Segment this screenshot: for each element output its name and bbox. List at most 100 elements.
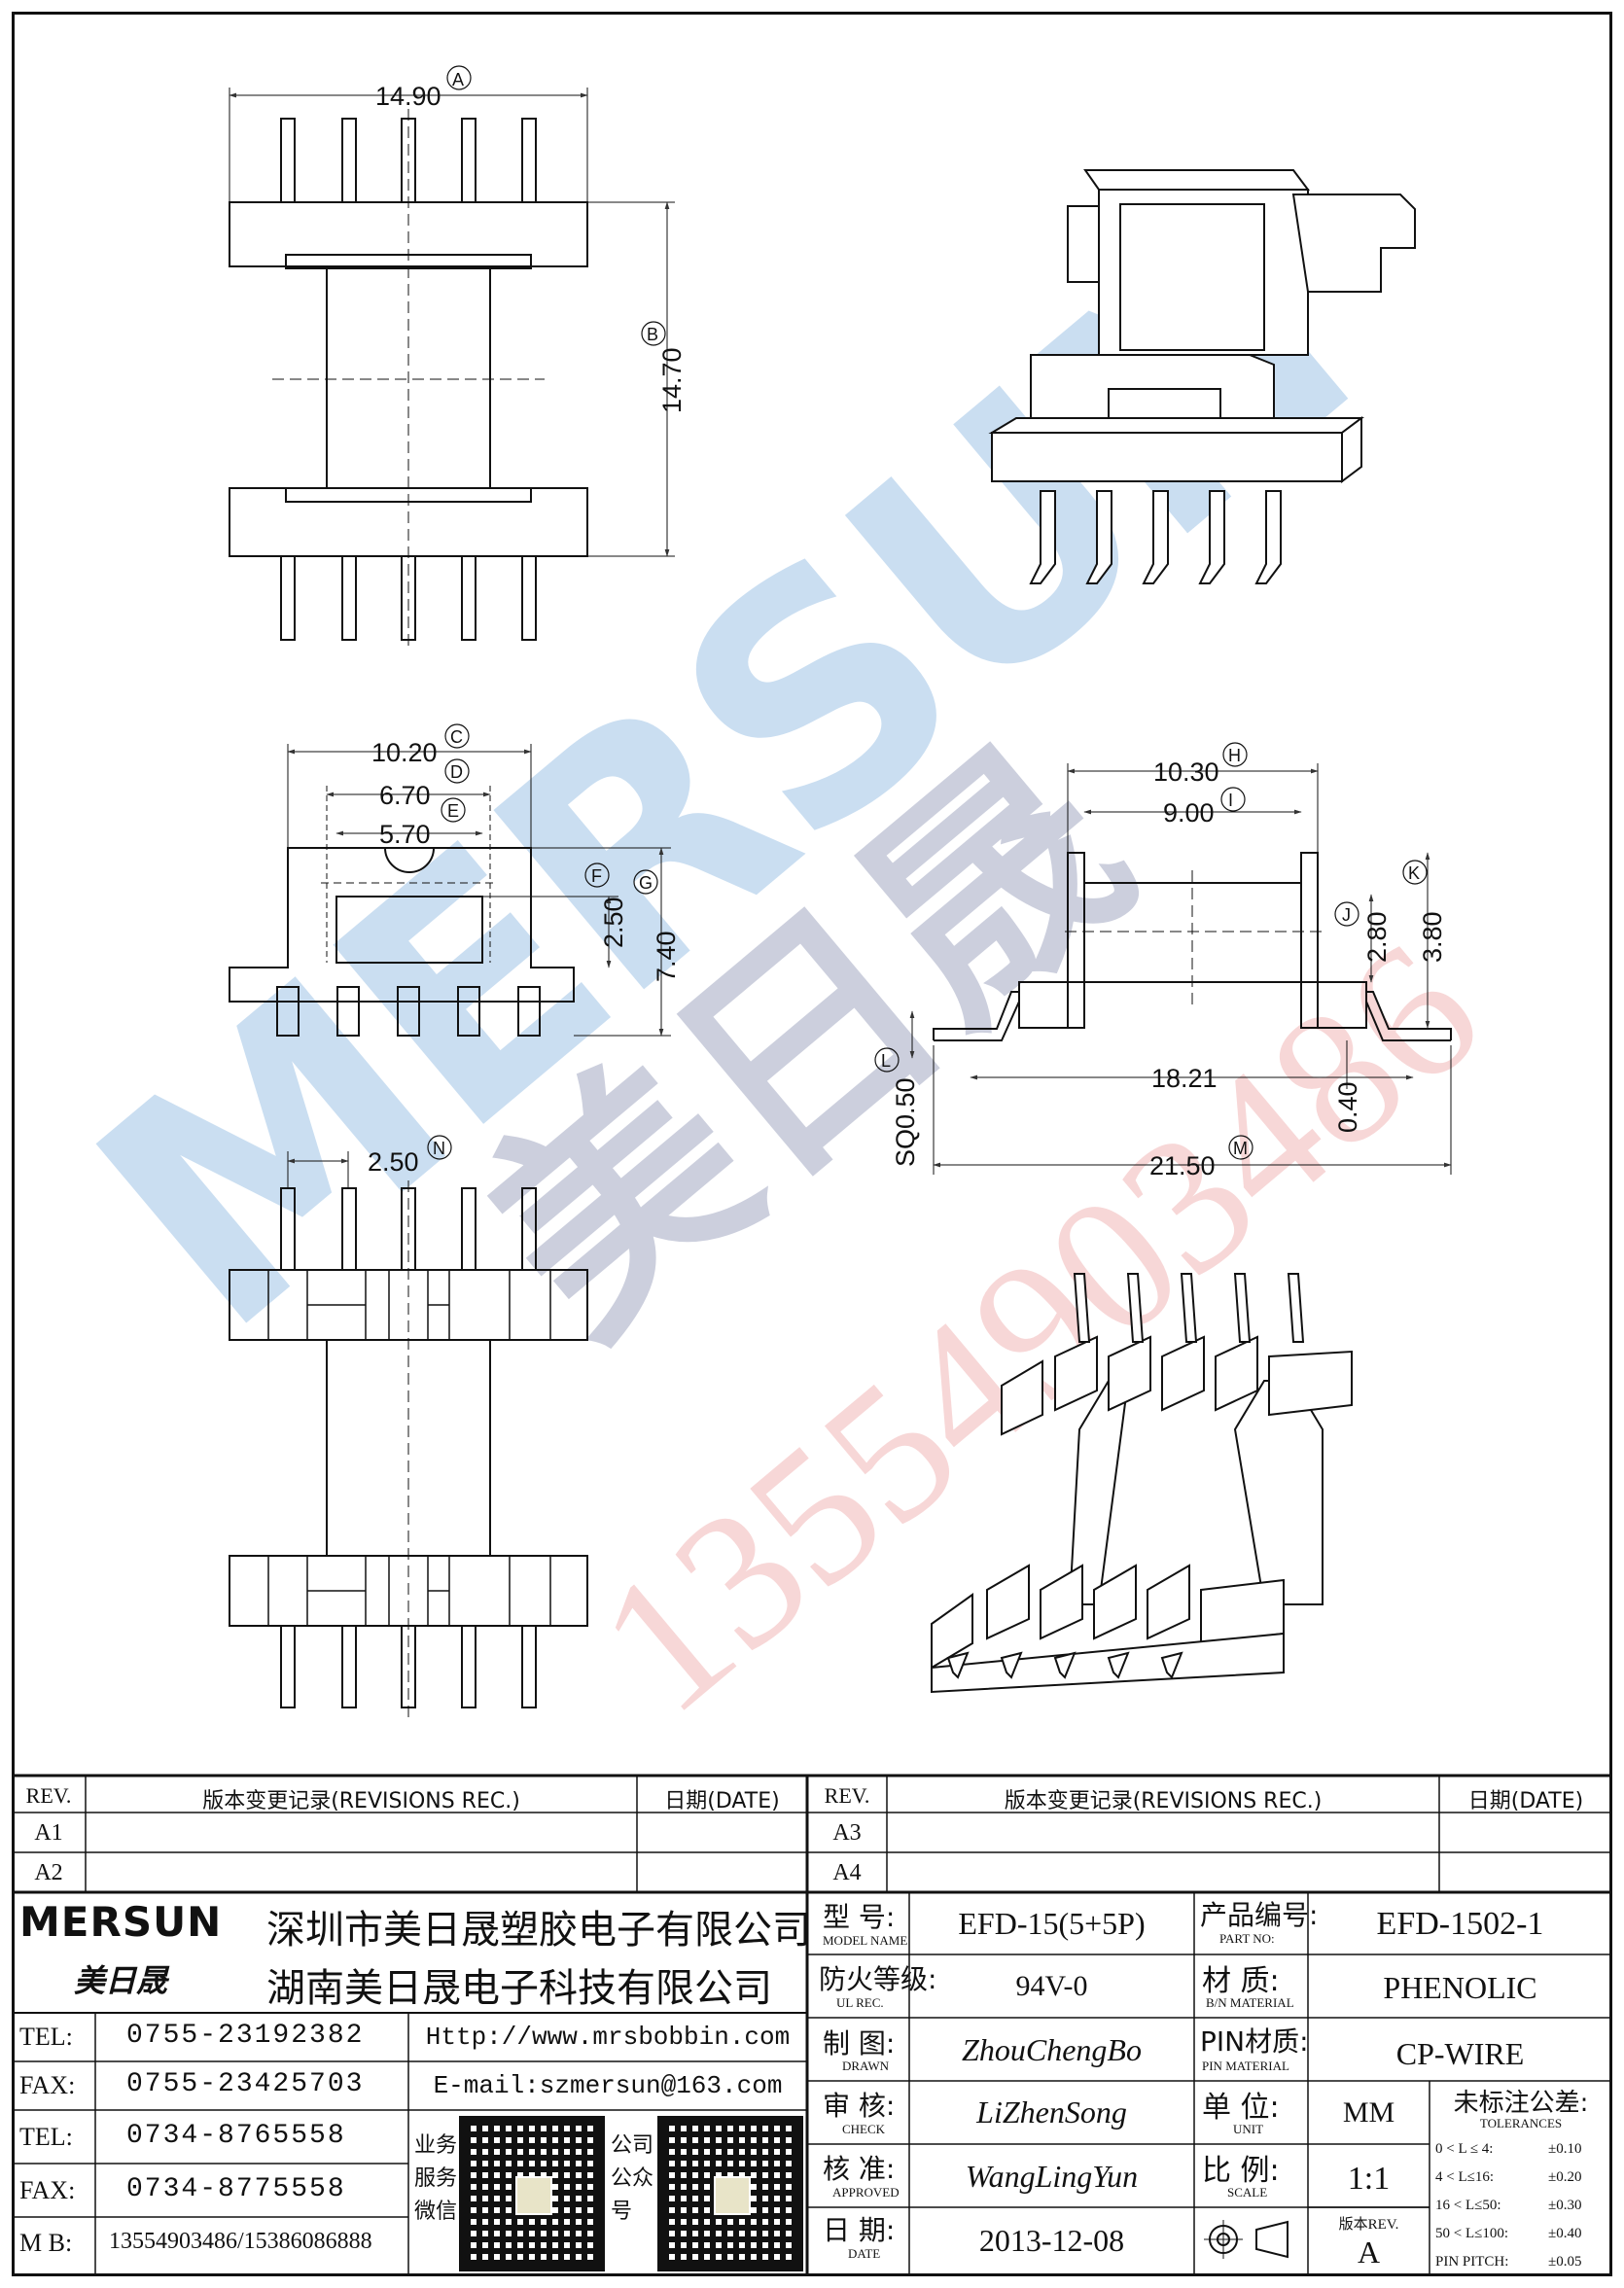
- qr1-caption: 业务服务微信: [414, 2133, 458, 2224]
- model-label: 型 号:: [823, 1901, 896, 1933]
- mobile-value: 13554903486/15386086888: [109, 2229, 372, 2254]
- mobile-label: M B:: [19, 2229, 73, 2257]
- iso-bottom-lower-blocks: [931, 1564, 1285, 1670]
- title-block-grid: [12, 1774, 1612, 2276]
- website-link[interactable]: Http://www.mrsbobbin.com: [425, 2023, 791, 2052]
- rev-row-a2: A2: [34, 1860, 63, 1885]
- projection-symbol-icon: [1204, 2220, 1289, 2259]
- dim-18-21: 18.21: [1151, 1064, 1218, 1093]
- dim-L-tag: L: [881, 1051, 891, 1071]
- dim-E-tag: E: [447, 801, 459, 821]
- dim-K-value: 3.80: [1418, 911, 1447, 963]
- dim-M-tag: M: [1233, 1139, 1248, 1158]
- material-sub: B/N MATERIAL: [1206, 1995, 1294, 2010]
- tolerance-row: 0 < L ≤ 4:±0.10: [1435, 2141, 1582, 2157]
- model-sub: MODEL NAME: [823, 1933, 908, 1948]
- email-link[interactable]: E-mail:szmersun@163.com: [433, 2071, 783, 2100]
- qr2-caption: 公司公众号: [611, 2133, 654, 2224]
- dim-E-value: 5.70: [379, 820, 431, 849]
- tel-label-2: TEL:: [19, 2123, 73, 2151]
- bottom-view: [229, 1151, 588, 1719]
- part-value: EFD-1502-1: [1376, 1906, 1544, 1942]
- dim-J-tag: J: [1342, 905, 1351, 925]
- rev-date-header-right: 日期(DATE): [1467, 1789, 1584, 1813]
- pin-sub: PIN MATERIAL: [1202, 2059, 1289, 2073]
- tel-value-2: 0734-8765558: [126, 2121, 346, 2151]
- unit-label: 单 位:: [1202, 2091, 1280, 2125]
- dim-B-tag: B: [647, 325, 658, 344]
- material-label: 材 质:: [1202, 1964, 1280, 1998]
- dim-C-value: 10.20: [371, 738, 438, 767]
- approved-sub: APPROVED: [832, 2185, 900, 2200]
- dim-A-tag: A: [452, 70, 464, 89]
- front-pins: [276, 986, 541, 1037]
- iso-top-pins: [1029, 490, 1282, 584]
- top-view: [229, 88, 675, 651]
- rev-record-header-left: 版本变更记录(REVISIONS REC.): [202, 1789, 520, 1813]
- tel-value-1: 0755-23192382: [126, 2021, 365, 2051]
- dim-0-40: 0.40: [1333, 1081, 1362, 1133]
- iso-bottom-top-pins: [1073, 1273, 1305, 1343]
- model-value: EFD-15(5+5P): [958, 1906, 1146, 1941]
- check-label: 审 核:: [823, 2090, 896, 2122]
- company-name-hunan: 湖南美日晟电子科技有限公司: [266, 1966, 772, 2011]
- date-sub: DATE: [848, 2246, 881, 2261]
- iso-view-bottom: [931, 1273, 1353, 1694]
- drawn-sub: DRAWN: [842, 2059, 890, 2073]
- unit-sub: UNIT: [1233, 2122, 1264, 2136]
- approved-label: 核 准:: [823, 2153, 896, 2185]
- scale-label: 比 例:: [1202, 2154, 1280, 2188]
- drawn-label: 制 图:: [823, 2027, 896, 2059]
- dim-D-value: 6.70: [379, 781, 431, 810]
- dim-H-tag: H: [1228, 746, 1241, 765]
- dim-B-value: 14.70: [657, 347, 687, 413]
- ul-label: 防火等级:: [819, 1963, 937, 1995]
- check-value: LiZhenSong: [976, 2094, 1127, 2130]
- rev-header-right: REV.: [824, 1783, 870, 1808]
- dim-M-value: 21.50: [1149, 1151, 1216, 1180]
- check-sub: CHECK: [842, 2122, 886, 2136]
- dim-A-value: 14.90: [375, 82, 441, 111]
- rev-date-header-left: 日期(DATE): [664, 1789, 780, 1813]
- drawn-value: ZhouChengBo: [962, 2032, 1142, 2067]
- part-sub: PART NO:: [1219, 1931, 1275, 1946]
- dim-F-tag: F: [591, 866, 602, 886]
- ul-value: 94V-0: [1015, 1970, 1088, 2002]
- date-value: 2013-12-08: [978, 2223, 1125, 2258]
- company-name-shenzhen: 深圳市美日晟塑胶电子有限公司: [266, 1908, 811, 1953]
- tolerance-row: 16 < L≤50:±0.30: [1435, 2198, 1582, 2213]
- version-value: A: [1357, 2235, 1381, 2270]
- fax-value-2: 0734-8775558: [126, 2174, 346, 2204]
- dim-G-tag: G: [639, 873, 653, 893]
- dim-F-value: 2.50: [599, 897, 628, 948]
- approved-value: WangLingYun: [965, 2159, 1139, 2194]
- pin-label: PIN材质:: [1200, 2025, 1309, 2058]
- tolerance-label: 未标注公差:: [1453, 2089, 1589, 2118]
- part-label: 产品编号:: [1200, 1899, 1319, 1931]
- fax-label-1: FAX:: [19, 2071, 76, 2099]
- pin-value: CP-WIRE: [1395, 2036, 1525, 2071]
- dim-N-value: 2.50: [368, 1147, 419, 1177]
- rev-header-left: REV.: [25, 1783, 72, 1808]
- version-label: 版本REV.: [1338, 2217, 1399, 2233]
- rev-row-a1: A1: [34, 1820, 63, 1846]
- iso-view-top: [988, 169, 1416, 584]
- front-view: [229, 744, 671, 1037]
- dim-G-value: 7.40: [652, 931, 681, 982]
- company-logo: MERSUN: [19, 1898, 223, 1946]
- tel-label-1: TEL:: [19, 2023, 73, 2051]
- bottom-slots: [267, 1270, 551, 1626]
- tolerance-row: PIN PITCH:±0.05: [1435, 2254, 1582, 2270]
- scale-sub: SCALE: [1227, 2185, 1268, 2200]
- dimension-labels: 14.90 A 14.70 B 10.20 C 6.70 D 5.70 E 2.…: [368, 65, 1447, 1180]
- tolerance-sub: TOLERANCES: [1479, 2116, 1563, 2130]
- ul-sub: UL REC.: [836, 1995, 884, 2010]
- scale-value: 1:1: [1347, 2161, 1391, 2197]
- side-view: [909, 763, 1452, 1175]
- dim-I-value: 9.00: [1163, 798, 1215, 827]
- tolerance-row: 50 < L≤100:±0.40: [1435, 2226, 1582, 2241]
- dim-N-tag: N: [433, 1139, 445, 1158]
- company-logo-cn: 美日晟: [74, 1962, 168, 1999]
- iso-bottom-lower-pins: [946, 1651, 1183, 1679]
